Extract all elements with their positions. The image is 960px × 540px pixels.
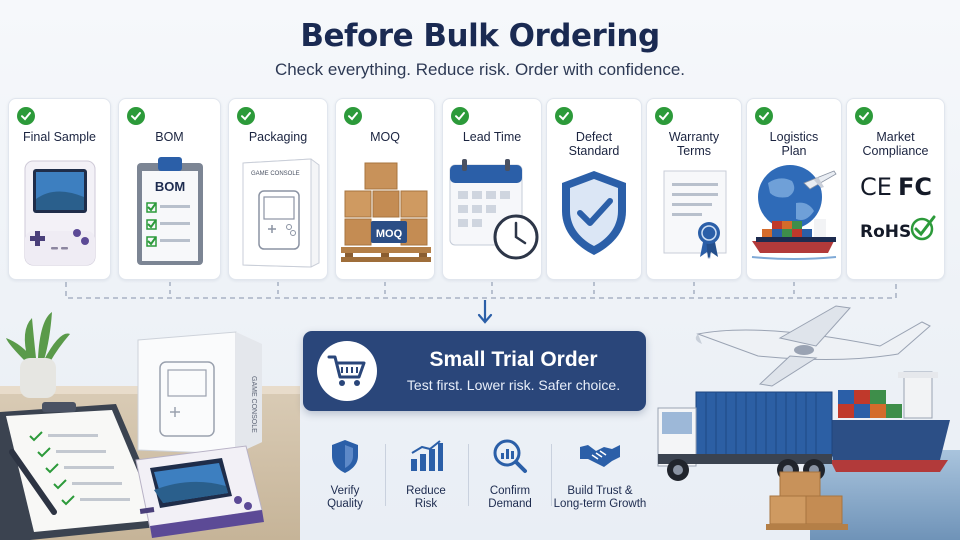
- benefit-label: Risk: [414, 498, 438, 510]
- check-icon: [17, 107, 35, 125]
- ce-mark: CE: [860, 173, 892, 201]
- check-icon: [655, 107, 673, 125]
- compliance-marks-icon: CE FC RoHS: [847, 157, 944, 269]
- card-label: Final Sample: [23, 130, 96, 144]
- card-label: Market Compliance: [862, 130, 929, 158]
- bom-badge: BOM: [154, 179, 184, 194]
- benefit-label: Demand: [488, 498, 532, 510]
- divider: [468, 444, 469, 506]
- benefit-label: Confirm: [489, 485, 531, 497]
- cta-subtitle: Test first. Lower risk. Safer choice.: [406, 377, 621, 393]
- benefit-build-trust: Build Trust &Long-term Growth: [550, 436, 650, 511]
- checklist-card-market-compliance: Market Compliance CE FC RoHS: [846, 98, 945, 280]
- page-title: Before Bulk Ordering: [300, 18, 660, 54]
- divider: [385, 444, 386, 506]
- page-subtitle: Check everything. Reduce risk. Order wit…: [274, 60, 686, 79]
- card-label: Packaging: [248, 130, 308, 144]
- calendar-clock-icon: [443, 157, 541, 269]
- divider: [551, 444, 552, 506]
- checklist-card-packaging: Packaging GAME CONSOLE: [228, 98, 328, 280]
- shopping-cart-icon: [317, 341, 377, 401]
- benefit-label: Long-term Growth: [553, 498, 647, 510]
- handshake-icon: [550, 436, 650, 476]
- clipboard-checklist-icon: BOM: [119, 157, 220, 269]
- check-icon: [555, 107, 573, 125]
- certificate-ribbon-icon: [647, 157, 741, 269]
- moq-badge: MOQ: [376, 228, 403, 240]
- magnifier-chart-icon: [470, 436, 550, 476]
- cta-title: Small Trial Order: [429, 348, 598, 371]
- handheld-console-icon: [9, 157, 110, 269]
- rohs-mark: RoHS: [860, 222, 911, 242]
- card-label: Warranty Terms: [668, 130, 720, 158]
- checklist-card-moq: MOQ MOQ: [335, 98, 435, 280]
- card-label: BOM: [155, 130, 184, 144]
- benefit-label: Build Trust &: [567, 485, 633, 497]
- small-trial-order-panel[interactable]: Small Trial Order Test first. Lower risk…: [303, 331, 646, 411]
- card-label: Logistics Plan: [769, 130, 819, 158]
- desk-scene-illustration: GAME CONSOLE: [0, 300, 300, 540]
- fcc-mark: FC: [898, 173, 932, 201]
- pallet-boxes-icon: MOQ: [336, 157, 434, 269]
- benefit-label: Verify: [330, 485, 360, 497]
- box-side-text: GAME CONSOLE: [250, 376, 257, 433]
- checklist-card-logistics-plan: Logistics Plan: [746, 98, 842, 280]
- box-brand-text: GAME CONSOLE: [251, 171, 300, 177]
- check-icon: [755, 107, 773, 125]
- logistics-scene-illustration: [640, 300, 960, 540]
- benefit-label: Reduce: [406, 485, 446, 497]
- shield-icon: [305, 436, 385, 476]
- globe-plane-ship-icon: [747, 157, 841, 269]
- checklist-card-final-sample: Final Sample: [8, 98, 111, 280]
- check-icon: [451, 107, 469, 125]
- checklist-card-defect-standard: Defect Standard: [546, 98, 642, 280]
- bar-chart-icon: [386, 436, 466, 476]
- benefit-label: Quality: [327, 498, 363, 510]
- check-icon: [344, 107, 362, 125]
- checklist-card-lead-time: Lead Time: [442, 98, 542, 280]
- check-icon: [127, 107, 145, 125]
- card-label: MOQ: [370, 130, 400, 144]
- checklist-card-bom: BOM BOM: [118, 98, 221, 280]
- shield-check-icon: [547, 157, 641, 269]
- check-icon: [855, 107, 873, 125]
- card-label: Defect Standard: [568, 130, 620, 158]
- check-icon: [237, 107, 255, 125]
- product-box-icon: GAME CONSOLE: [229, 157, 327, 269]
- card-label: Lead Time: [462, 130, 522, 144]
- checklist-card-warranty-terms: Warranty Terms: [646, 98, 742, 280]
